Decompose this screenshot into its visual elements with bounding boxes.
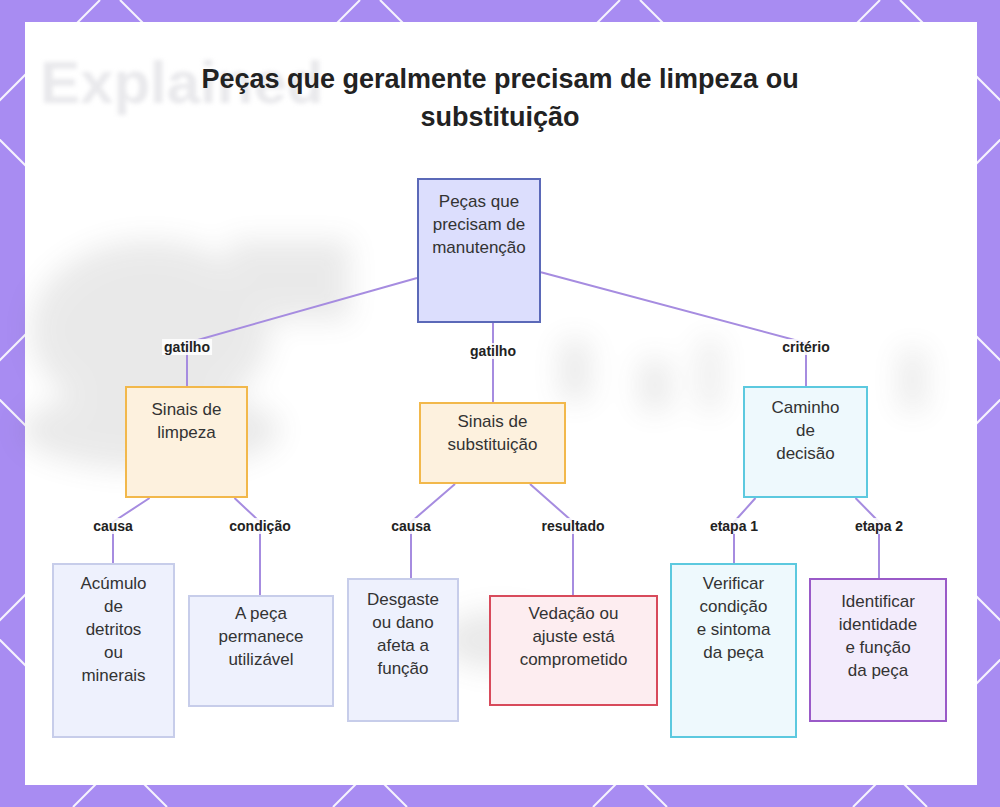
connector-line [492,323,494,402]
box-text: Acúmulo de detritos ou minerais [76,572,151,687]
connector-line [541,272,806,386]
box-text: A peça permanece utilizável [215,602,307,671]
concept-box: Vedação ou ajuste está comprometido [489,595,658,706]
box-text: Verificar condição e sintoma da peça [694,572,773,664]
concept-box: Identificar identidade e função da peça [809,578,947,722]
box-text: Vedação ou ajuste está comprometido [517,602,630,671]
box-text: Identificar identidade e função da peça [837,590,919,682]
concept-box: Acúmulo de detritos ou minerais [52,563,175,738]
concept-box: Sinais de limpeza [125,386,248,498]
connector-line [234,498,260,595]
edge-label: etapa 2 [853,518,905,534]
edge-label: gatilho [468,343,518,359]
concept-box: A peça permanece utilizável [188,595,334,707]
content-panel [25,22,977,785]
box-text: Desgaste ou dano afeta a função [363,588,443,680]
edge-label: etapa 1 [708,518,760,534]
box-text: Caminho de decisão [765,396,846,465]
connector-line [187,278,417,386]
box-text: Sinais de substituição [427,410,558,456]
concept-box: Sinais de substituição [419,402,566,484]
edge-label: gatilho [162,339,212,355]
concept-box: Verificar condição e sintoma da peça [670,563,797,738]
concept-box: Peças que precisam de manutenção [417,178,541,323]
edge-label: resultado [539,518,606,534]
edge-label: condição [227,518,292,534]
diagram-title: Peças que geralmente precisam de limpeza… [200,60,800,136]
edge-label: critério [780,339,831,355]
box-text: Sinais de limpeza [133,398,240,444]
concept-box: Desgaste ou dano afeta a função [347,578,459,722]
concept-box: Caminho de decisão [743,386,868,498]
box-text: Peças que precisam de manutenção [425,190,533,259]
edge-label: causa [91,518,135,534]
edge-label: causa [389,518,433,534]
connector-line [530,484,573,595]
connector-line [856,498,880,578]
